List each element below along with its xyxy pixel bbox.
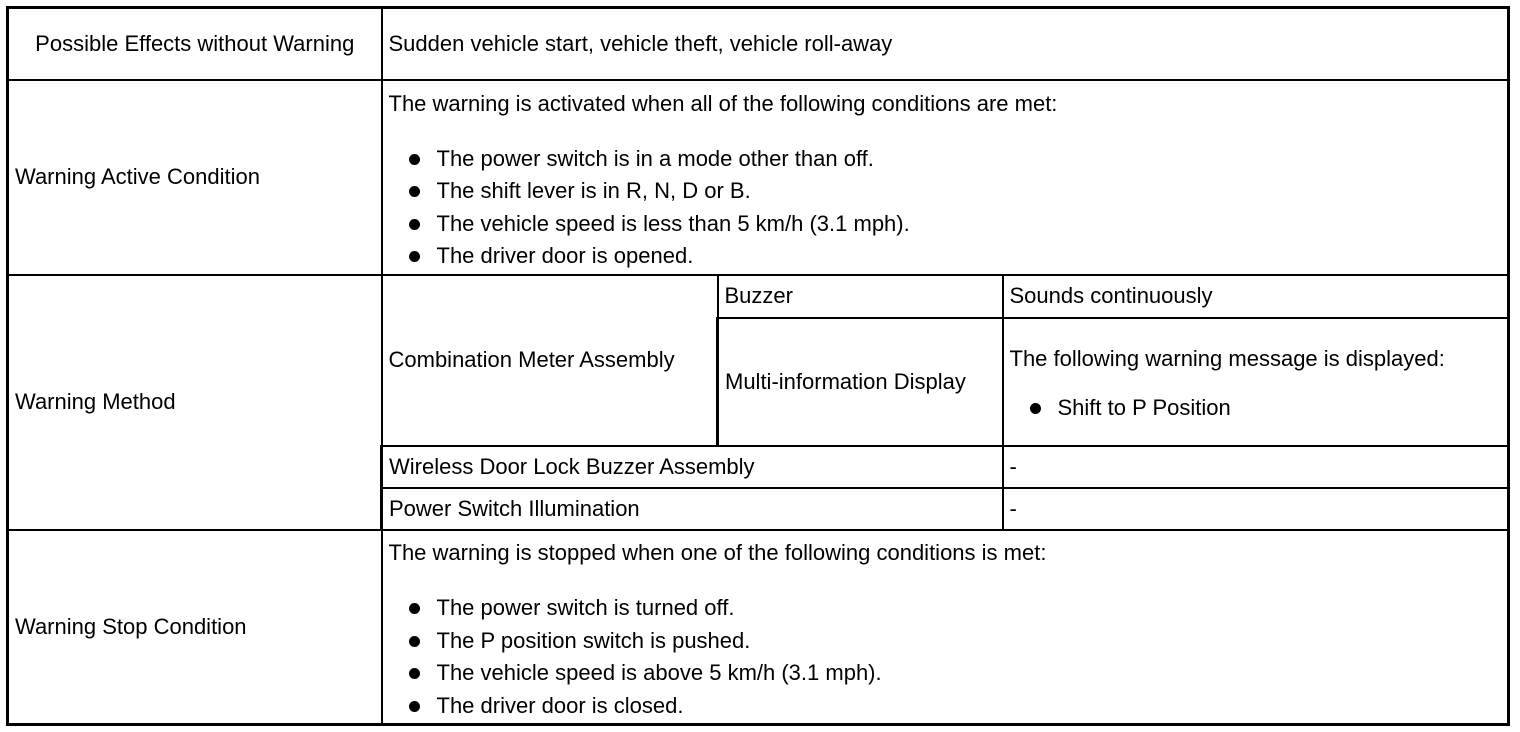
warning-stop-bullet-list: The power switch is turned off. The P po…	[389, 592, 1502, 722]
warning-active-condition-label: Warning Active Condition	[6, 78, 383, 276]
possible-effects-value: Sudden vehicle start, vehicle theft, veh…	[380, 6, 1511, 81]
buzzer-value: Sounds continuously	[1001, 273, 1511, 319]
row-warning-method-buzzer: Warning Method Combination Meter Assembl…	[6, 273, 1511, 531]
warning-stop-bullet: The vehicle speed is above 5 km/h (3.1 m…	[407, 657, 1502, 690]
warning-stop-bullet: The driver door is closed.	[407, 690, 1502, 723]
warning-stop-bullet: The P position switch is pushed.	[407, 625, 1502, 658]
row-warning-stop-condition: Warning Stop Condition The warning is st…	[6, 528, 1511, 726]
mid-message-intro: The following warning message is display…	[1009, 346, 1445, 372]
row-warning-method-illumination: Power Switch Illumination -	[8, 486, 1511, 531]
power-switch-illumination-value: -	[1001, 486, 1511, 531]
warning-active-intro: The warning is activated when all of the…	[388, 90, 1058, 116]
warning-stop-condition-cell: The warning is stopped when one of the f…	[380, 528, 1511, 726]
warning-active-bullet-list: The power switch is in a mode other than…	[389, 143, 1502, 273]
multi-information-display-cell: The following warning message is display…	[1001, 316, 1511, 447]
row-warning-active-condition: Warning Active Condition The warning is …	[6, 78, 1511, 276]
buzzer-label: Buzzer	[716, 273, 1004, 319]
warning-stop-bullet: The power switch is turned off.	[407, 592, 1502, 625]
warning-active-condition-cell: The warning is activated when all of the…	[380, 78, 1511, 276]
warning-method-label: Warning Method	[6, 273, 383, 531]
row-warning-method-wireless: Wireless Door Lock Buzzer Assembly -	[8, 444, 1511, 489]
warning-stop-condition-label: Warning Stop Condition	[6, 528, 383, 726]
wireless-door-lock-value: -	[1001, 444, 1511, 489]
multi-information-display-label: Multi-information Display	[716, 316, 1004, 447]
warning-active-bullet: The vehicle speed is less than 5 km/h (3…	[407, 208, 1502, 241]
wireless-door-lock-label: Wireless Door Lock Buzzer Assembly	[380, 444, 1004, 489]
row-warning-method-mid: Multi-information Display The following …	[8, 316, 1511, 447]
mid-message-bullet: Shift to P Position	[1028, 392, 1502, 425]
row-possible-effects: Possible Effects without Warning Sudden …	[6, 6, 1511, 81]
power-switch-illumination-label: Power Switch Illumination	[380, 486, 1004, 531]
combination-meter-label: Combination Meter Assembly	[380, 273, 719, 447]
possible-effects-label: Possible Effects without Warning	[6, 6, 383, 81]
warning-active-bullet: The power switch is in a mode other than…	[407, 143, 1502, 176]
warning-stop-intro: The warning is stopped when one of the f…	[388, 540, 1047, 566]
mid-message-list: Shift to P Position	[1010, 392, 1502, 425]
warning-active-bullet: The driver door is opened.	[407, 240, 1502, 273]
warning-spec-table: Possible Effects without Warning Sudden …	[6, 6, 1511, 726]
warning-active-bullet: The shift lever is in R, N, D or B.	[407, 175, 1502, 208]
